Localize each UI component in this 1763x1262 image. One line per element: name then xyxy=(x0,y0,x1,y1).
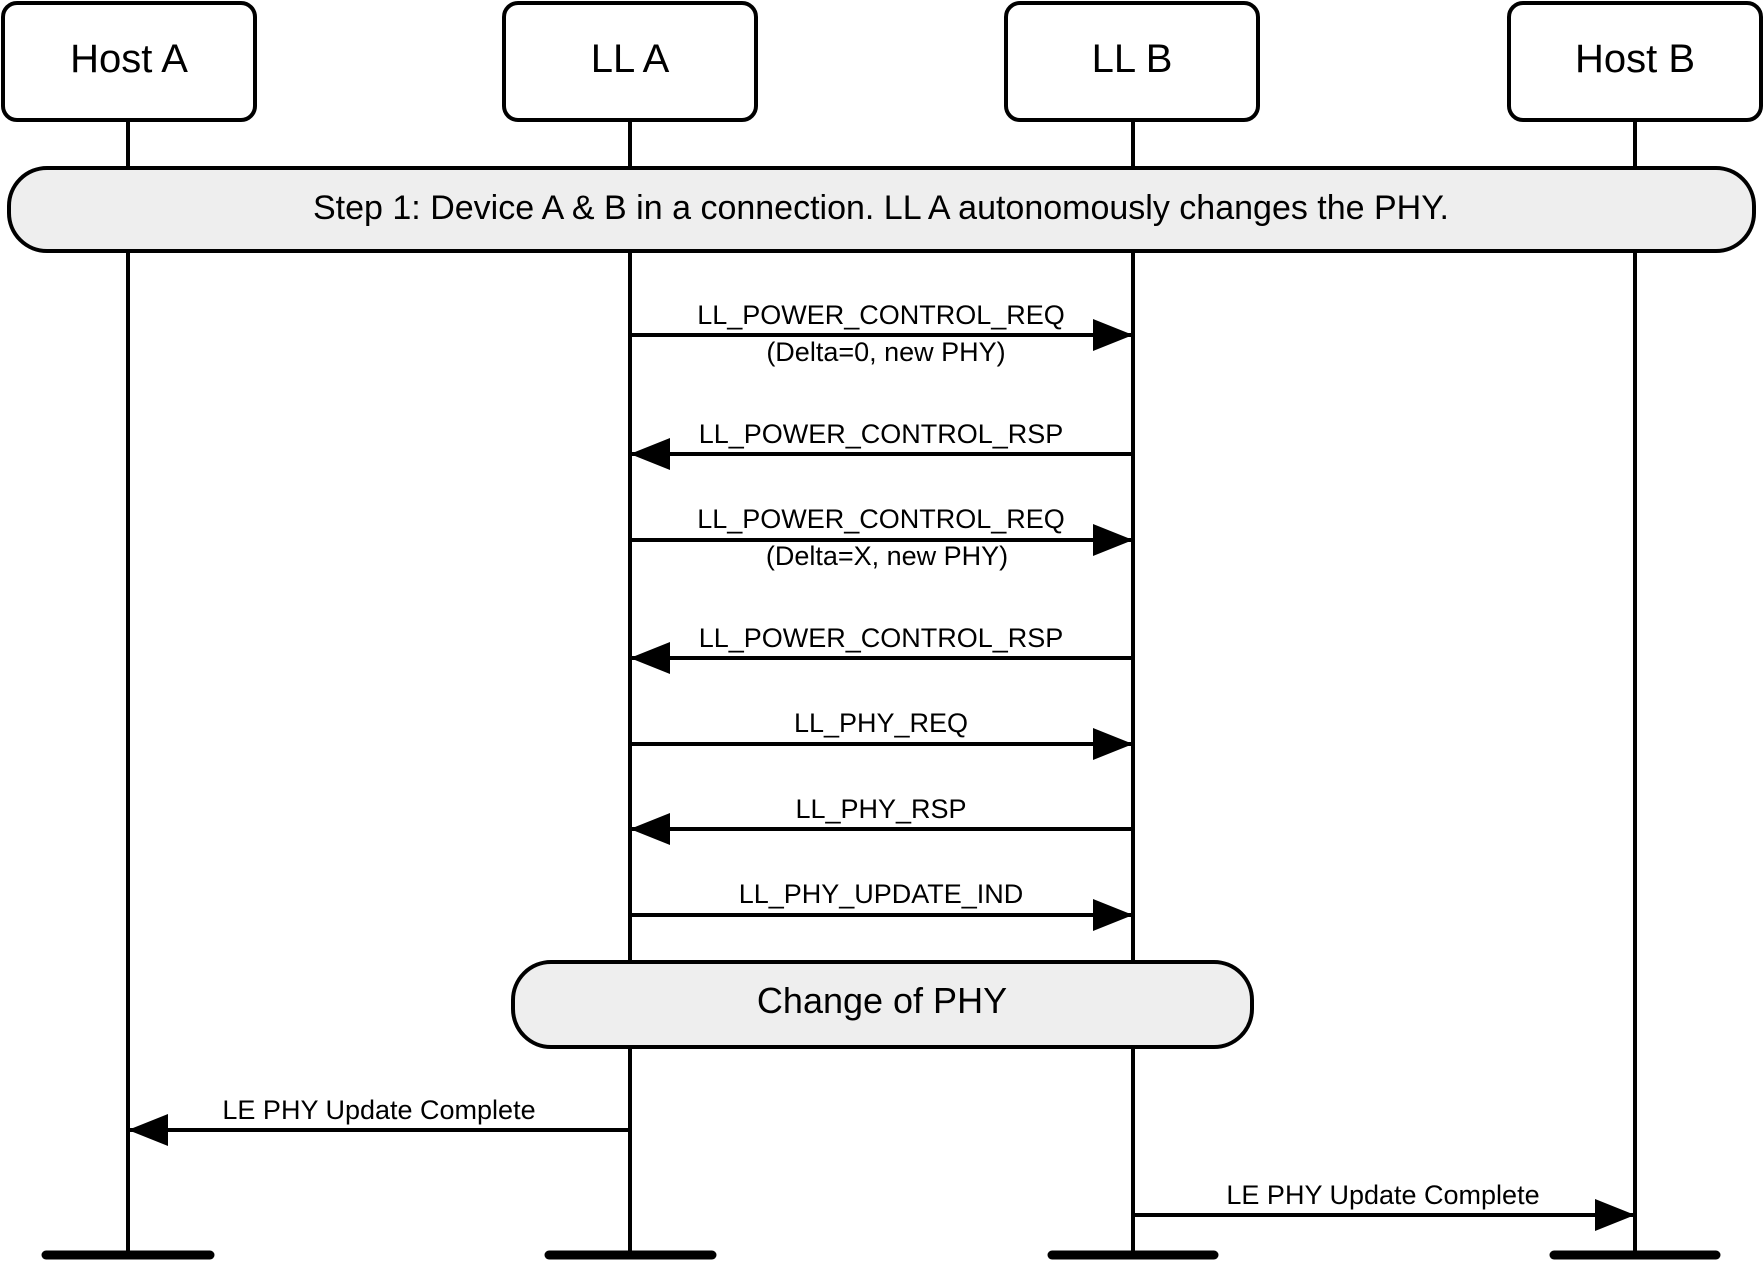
participant-label: LL A xyxy=(591,37,670,81)
message-label: LL_PHY_UPDATE_IND xyxy=(739,879,1024,909)
participant-label: Host B xyxy=(1575,37,1695,81)
message-7: LL_PHY_UPDATE_IND xyxy=(630,879,1133,931)
message-label: LL_POWER_CONTROL_RSP xyxy=(699,419,1064,449)
phase-band: Change of PHY xyxy=(511,960,1254,1049)
message-4: LL_POWER_CONTROL_RSP xyxy=(630,623,1133,674)
message-5: LL_PHY_REQ xyxy=(630,708,1133,760)
message-label: LL_POWER_CONTROL_RSP xyxy=(699,623,1064,653)
message-2: LL_POWER_CONTROL_RSP xyxy=(630,419,1133,470)
message-sublabel: (Delta=0, new PHY) xyxy=(766,337,1005,367)
message-label: LL_POWER_CONTROL_REQ xyxy=(697,300,1065,330)
step-band: Step 1: Device A & B in a connection. LL… xyxy=(7,166,1756,253)
message-3: LL_POWER_CONTROL_REQ (Delta=X, new PHY) xyxy=(630,504,1133,571)
message-sublabel: (Delta=X, new PHY) xyxy=(766,541,1008,571)
message-6: LL_PHY_RSP xyxy=(630,794,1133,845)
participant-host-a: Host A xyxy=(1,1,257,122)
participant-ll-b: LL B xyxy=(1004,1,1260,122)
message-label: LL_PHY_RSP xyxy=(795,794,966,824)
message-label: LL_PHY_REQ xyxy=(794,708,968,738)
step-label: Step 1: Device A & B in a connection. LL… xyxy=(313,189,1449,227)
participant-host-b: Host B xyxy=(1507,1,1763,122)
message-label: LE PHY Update Complete xyxy=(222,1095,535,1125)
phase-label: Change of PHY xyxy=(757,980,1007,1021)
participant-ll-a: LL A xyxy=(502,1,758,122)
message-1: LL_POWER_CONTROL_REQ (Delta=0, new PHY) xyxy=(630,300,1133,367)
message-label: LE PHY Update Complete xyxy=(1226,1180,1539,1210)
participant-label: LL B xyxy=(1092,37,1173,81)
completion-host-b: LE PHY Update Complete xyxy=(1133,1180,1635,1231)
participant-label: Host A xyxy=(70,37,188,81)
message-label: LL_POWER_CONTROL_REQ xyxy=(697,504,1065,534)
completion-host-a: LE PHY Update Complete xyxy=(128,1095,630,1146)
